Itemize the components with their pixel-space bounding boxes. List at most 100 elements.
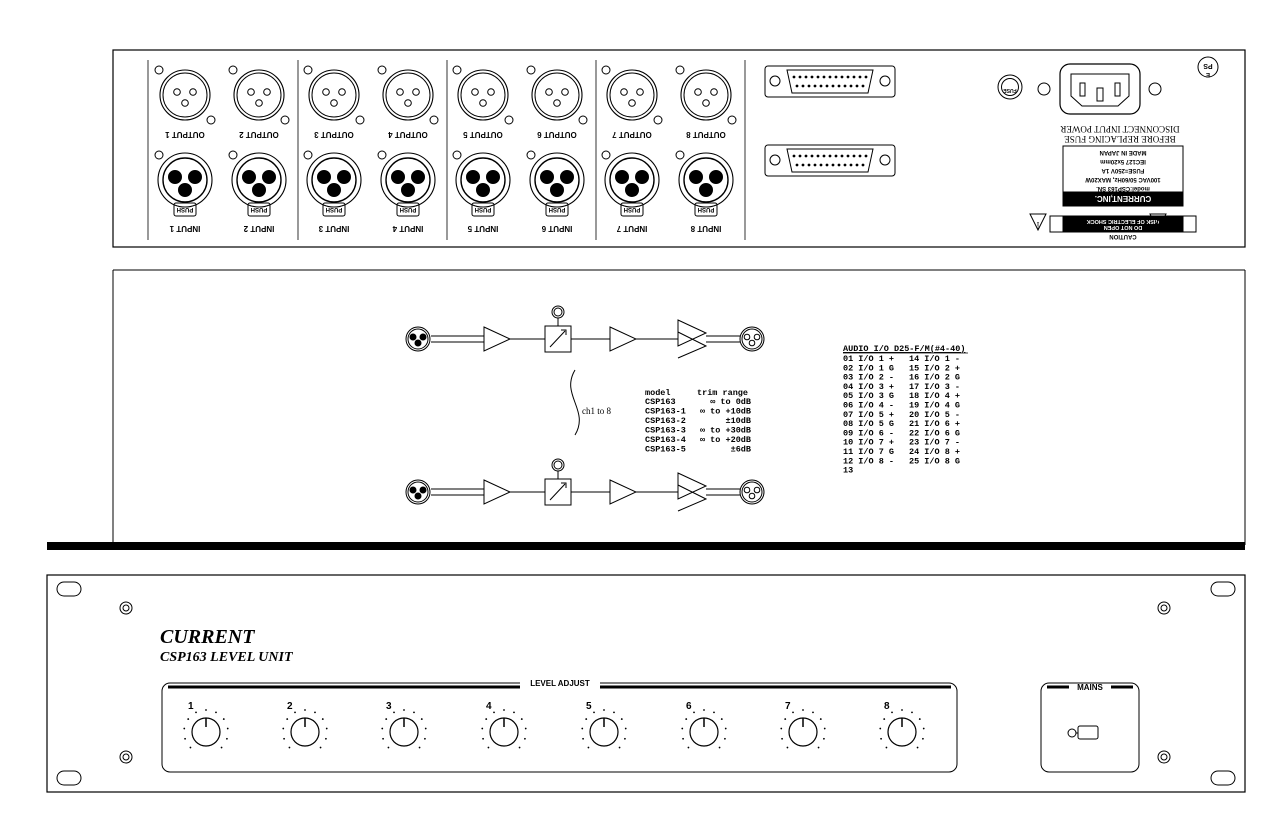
- pinout-entry: 21 I/O 6 +: [909, 419, 960, 429]
- output-connector: [601, 65, 663, 125]
- model-name: CSP163 LEVEL UNIT: [160, 650, 294, 665]
- output-connector: [675, 65, 737, 125]
- knob-number-label: 5: [586, 701, 592, 712]
- output-connector: [154, 65, 216, 125]
- dsub-connector-top: [764, 65, 896, 98]
- trim-table-range: ∞ to +10dB: [700, 407, 751, 417]
- output-connector: [377, 65, 439, 125]
- output-connector: [303, 65, 365, 125]
- input-label: INPUT 6: [541, 224, 572, 233]
- rack-slot: [1210, 770, 1236, 786]
- level-knob[interactable]: [381, 709, 427, 749]
- pinout-entry: 04 I/O 3 +: [843, 382, 894, 392]
- push-label: PUSH: [549, 206, 566, 212]
- pinout-entry: 03 I/O 2 -: [843, 373, 894, 383]
- knob-number-label: 3: [386, 701, 392, 712]
- trim-table-range: ∞ to 0dB: [710, 397, 751, 407]
- input-label: INPUT 2: [243, 224, 274, 233]
- amp-triangle-icon: [483, 479, 512, 505]
- level-knob[interactable]: [681, 709, 727, 749]
- input-label: INPUT 4: [392, 224, 423, 233]
- level-knob[interactable]: [581, 709, 627, 749]
- input-connector: [526, 150, 585, 217]
- output-label: OUTPUT 5: [463, 130, 503, 139]
- screw: [1157, 601, 1171, 615]
- pinout-entry: 07 I/O 5 +: [843, 410, 894, 420]
- mains-switch[interactable]: [1067, 725, 1099, 740]
- input-connector: [154, 150, 213, 217]
- input-label: INPUT 5: [467, 224, 498, 233]
- trim-table-model: CSP163-5: [645, 445, 686, 455]
- pinout-entry: 11 I/O 7 G: [843, 447, 894, 457]
- channel-range-label: ch1 to 8: [582, 406, 611, 416]
- knob-number-label: 7: [785, 701, 791, 712]
- trim-table-range: ±10dB: [725, 416, 751, 426]
- level-knob[interactable]: [481, 709, 527, 749]
- brand-name: CURRENT: [160, 626, 255, 648]
- push-label: PUSH: [251, 206, 268, 212]
- output-label: OUTPUT 3: [314, 130, 354, 139]
- input-connector: [228, 150, 287, 217]
- pinout-entry: 09 I/O 6 -: [843, 428, 894, 438]
- level-adjust-label: LEVEL ADJUST: [530, 679, 590, 688]
- trim-table-model: CSP163: [645, 397, 676, 407]
- fuse-holder: [997, 74, 1023, 100]
- divider-bar: [47, 542, 1245, 550]
- pinout-entry: 08 I/O 5 G: [843, 419, 894, 429]
- pinout-entry: 01 I/O 1 +: [843, 354, 894, 364]
- trim-table-range: ±6dB: [731, 445, 751, 455]
- input-connector: [675, 150, 734, 217]
- amp-triangle-icon: [483, 326, 512, 352]
- output-label: OUTPUT 7: [612, 130, 652, 139]
- pinout-entry: 12 I/O 8 -: [843, 456, 894, 466]
- screw: [1157, 750, 1171, 764]
- ps-label: PS: [1203, 62, 1213, 69]
- pinout-entry: 18 I/O 4 +: [909, 391, 960, 401]
- push-label: PUSH: [475, 206, 492, 212]
- output-label: OUTPUT 8: [686, 130, 726, 139]
- knob-number-label: 2: [287, 701, 293, 712]
- warning-text: DISCONNECT INPUT POWER: [1060, 124, 1179, 134]
- knob-number-label: 6: [686, 701, 692, 712]
- mains-section: [1040, 682, 1140, 773]
- wavy-connector: [570, 369, 580, 436]
- input-label: INPUT 7: [616, 224, 647, 233]
- pinout-entry: 14 I/O 1 -: [909, 354, 960, 364]
- lightning-icon: [1154, 217, 1161, 231]
- ps-mark: [1197, 56, 1219, 78]
- rack-slot: [56, 581, 82, 597]
- input-connector: [303, 150, 362, 217]
- output-connector: [228, 65, 290, 125]
- block-diagram-panel: [47, 269, 1246, 550]
- level-knob[interactable]: [879, 709, 925, 749]
- input-xlr-icon: [405, 326, 431, 352]
- rear-panel: [112, 49, 1246, 248]
- pinout-entry: 23 I/O 7 -: [909, 438, 960, 448]
- pinout-entry: 17 I/O 3 -: [909, 382, 960, 392]
- level-knob[interactable]: [780, 709, 826, 749]
- output-xlr-icon: [739, 479, 765, 505]
- screw: [119, 601, 133, 615]
- push-label: PUSH: [400, 206, 417, 212]
- level-adjust-section: [161, 678, 958, 773]
- knob-number-label: 4: [486, 701, 492, 712]
- input-connector: [452, 150, 511, 217]
- amp-triangle-icon: [609, 479, 638, 505]
- output-connector: [452, 65, 514, 125]
- power-inlet: [1037, 63, 1162, 115]
- caution-line: DO NOT OPEN: [1104, 224, 1143, 230]
- level-knob[interactable]: [282, 709, 328, 749]
- pinout-entry: 06 I/O 4 -: [843, 401, 894, 411]
- trim-pot-icon: [544, 305, 572, 353]
- trim-table-model: CSP163-2: [645, 416, 686, 426]
- pinout-title: AUDIO I/O D25-F/M(#4-40): [843, 344, 965, 354]
- spec-line: 100VAC 50/60Hz, MAX20W: [1085, 176, 1161, 182]
- level-knob[interactable]: [183, 709, 229, 749]
- caution-title: CAUTION: [1109, 233, 1136, 239]
- knob-number-label: 1: [188, 701, 194, 712]
- spec-line: model:CSP163 SN.: [1096, 185, 1150, 191]
- output-label: OUTPUT 2: [239, 130, 279, 139]
- dsub-connector-bottom: [764, 144, 896, 177]
- trim-table-header-model: model: [645, 388, 671, 398]
